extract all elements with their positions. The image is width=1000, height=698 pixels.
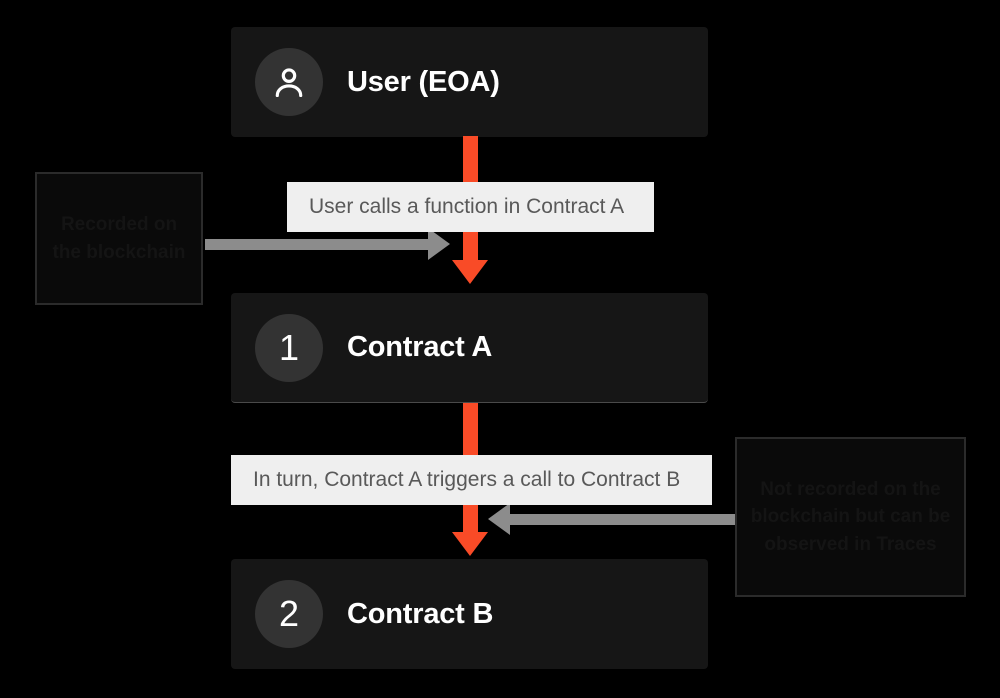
user-avatar-badge (255, 48, 323, 116)
user-icon (275, 68, 303, 98)
gray-arrowhead-right (428, 228, 450, 260)
node-contract-b-label: Contract B (347, 597, 494, 630)
caption-contract-a-triggers-b: In turn, Contract A triggers a call to C… (231, 455, 712, 505)
caption-user-calls-function: User calls a function in Contract A (287, 182, 654, 232)
node-contract-a[interactable]: 1 Contract A (231, 293, 708, 403)
red-connector-user-to-contract-a-lower (463, 232, 478, 263)
red-connector-user-to-contract-a-upper (463, 136, 478, 182)
caption-contract-a-triggers-b-text: In turn, Contract A triggers a call to C… (253, 468, 681, 491)
annotation-recorded-on-blockchain: Recorded on the blockchain (35, 172, 203, 305)
annotation-recorded-on-blockchain-text: Recorded on the blockchain (52, 213, 186, 263)
node-user-eoa-label: User (EOA) (347, 65, 500, 98)
gray-arrow-shaft-right (510, 514, 735, 525)
annotation-not-recorded-traces: Not recorded on the blockchain but can b… (735, 437, 966, 597)
annotation-not-recorded-traces-text: Not recorded on the blockchain but can b… (750, 478, 951, 555)
red-connector-contract-a-to-b-upper (463, 403, 478, 455)
node-contract-b[interactable]: 2 Contract B (231, 559, 708, 669)
red-arrowhead-contract-b (452, 532, 488, 556)
red-arrowhead-contract-a (452, 260, 488, 284)
red-connector-contract-a-to-b-lower (463, 505, 478, 535)
node-user-eoa[interactable]: User (EOA) (231, 27, 708, 137)
caption-user-calls-function-text: User calls a function in Contract A (309, 195, 625, 218)
contract-b-step-badge: 2 (255, 580, 323, 648)
node-contract-a-label: Contract A (347, 331, 493, 363)
contract-a-step-badge: 1 (255, 313, 323, 382)
gray-arrow-shaft-left (205, 239, 430, 250)
gray-arrowhead-left (488, 503, 510, 535)
